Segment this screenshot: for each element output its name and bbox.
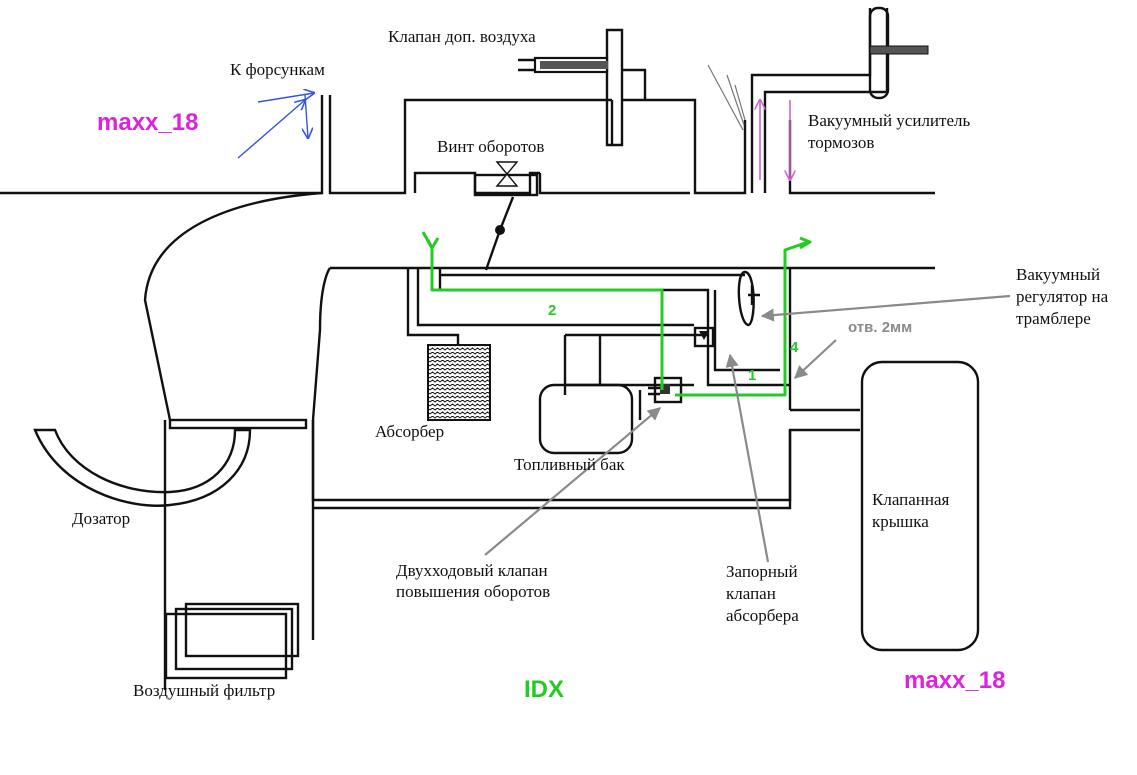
two-way-valve	[648, 376, 683, 404]
label-valve-cover-1: Клапанная	[872, 490, 950, 509]
label-valve-cover-2: крышка	[872, 512, 929, 531]
label-absorber: Абсорбер	[375, 422, 444, 441]
valve-cover	[860, 360, 980, 652]
watermark-right: maxx_18	[904, 667, 1005, 694]
watermark-left: maxx_18	[97, 109, 198, 136]
line-number-4: 4	[790, 339, 799, 356]
label-two-way-valve-2: повышения оборотов	[396, 582, 550, 601]
label-shutoff-valve-2: клапан	[726, 584, 776, 603]
label-vint-oborotov: Винт оборотов	[437, 137, 544, 156]
brake-booster-pipe	[750, 6, 929, 193]
label-vacuum-booster-2: тормозов	[808, 133, 874, 152]
airflow-lines	[707, 64, 746, 131]
label-doser: Дозатор	[72, 509, 130, 528]
fuel-tank	[538, 383, 634, 455]
idle-screw-channel	[473, 161, 539, 271]
label-air-filter: Воздушный фильтр	[133, 681, 275, 700]
line-number-2: 2	[548, 302, 556, 319]
additional-air-valve	[518, 28, 647, 147]
pointer-arrows	[484, 294, 1011, 563]
label-vacuum-regulator-3: трамблере	[1016, 309, 1091, 328]
doser	[33, 418, 308, 507]
label-vacuum-regulator-1: Вакуумный	[1016, 265, 1100, 284]
label-vacuum-regulator-2: регулятор на	[1016, 287, 1109, 306]
line-number-1: 1	[748, 367, 756, 384]
label-fuel-tank: Топливный бак	[514, 455, 625, 474]
airflow-arrows-blue	[237, 93, 314, 159]
label-hole-2mm: отв. 2мм	[848, 319, 912, 336]
label-vacuum-booster-1: Вакуумный усилитель	[808, 111, 970, 130]
vacuum-lines-green	[421, 231, 812, 397]
absorber-shutoff-valve	[693, 326, 715, 348]
label-two-way-valve-1: Двухходовый клапан	[396, 561, 548, 580]
vacuum-regulator	[737, 270, 760, 327]
air-filter	[164, 602, 300, 680]
absorber-body	[427, 344, 491, 421]
watermark-center: IDX	[524, 676, 564, 703]
label-k-forsunkam: К форсункам	[230, 60, 325, 79]
label-shutoff-valve-1: Запорный	[726, 562, 798, 581]
label-shutoff-valve-3: абсорбера	[726, 606, 799, 625]
label-klapan-dop-vozduha: Клапан доп. воздуха	[388, 27, 536, 46]
